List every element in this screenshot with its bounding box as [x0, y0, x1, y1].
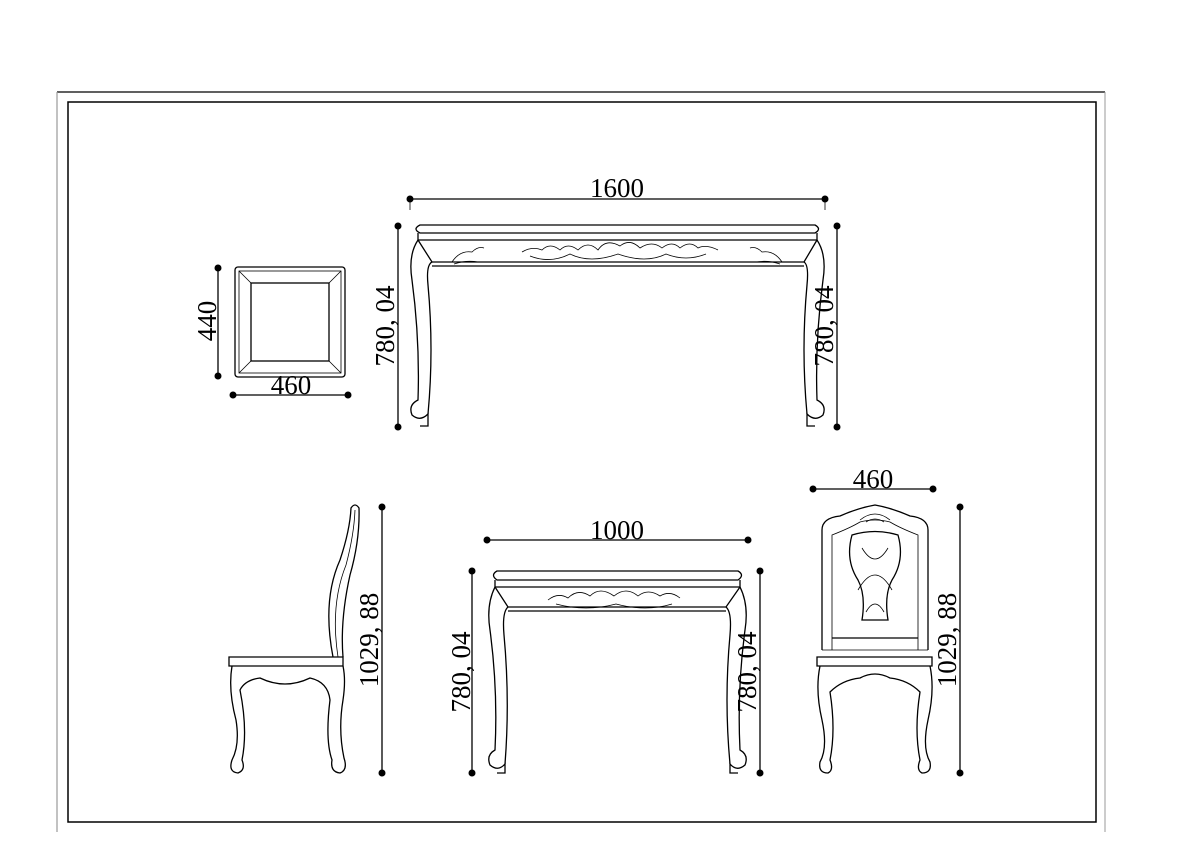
dining-table-length-dimension: 1600: [406, 173, 829, 210]
dimension-label: 780, 04: [809, 285, 839, 367]
dimension-label: 1029, 88: [354, 593, 384, 688]
seat-width-dimension: 460: [229, 370, 352, 400]
dimension-label: 440: [192, 301, 222, 342]
small-table-height-dimension-left: 780, 04: [446, 567, 476, 777]
chair-side-view: [228, 504, 360, 774]
seat-top-view: [234, 266, 346, 378]
side-chair-height-dimension: 1029, 88: [354, 503, 386, 777]
small-table-length-dimension: 1000: [483, 515, 752, 545]
front-chair-width-dimension: 460: [809, 464, 937, 494]
dimension-label: 1029, 88: [932, 593, 962, 688]
dimension-label: 460: [271, 370, 312, 400]
table-side-view: [488, 570, 747, 774]
dimension-label: 1600: [590, 173, 644, 203]
dining-table-height-dimension-left: 780, 04: [370, 222, 402, 431]
dimension-label: 780, 04: [370, 285, 400, 367]
front-chair-height-dimension: 1029, 88: [932, 503, 964, 777]
seat-depth-dimension: 440: [192, 264, 222, 380]
dimension-label: 780, 04: [732, 631, 762, 713]
chair-front-view: [816, 504, 933, 774]
dining-table-front-view: [410, 224, 825, 427]
dining-table-height-dimension-right: 780, 04: [809, 222, 841, 431]
small-table-height-dimension-right: 780, 04: [732, 567, 764, 777]
dimension-label: 780, 04: [446, 631, 476, 713]
dimension-label: 1000: [590, 515, 644, 545]
sheet-frame: [56, 91, 1106, 832]
dimension-label: 460: [853, 464, 894, 494]
